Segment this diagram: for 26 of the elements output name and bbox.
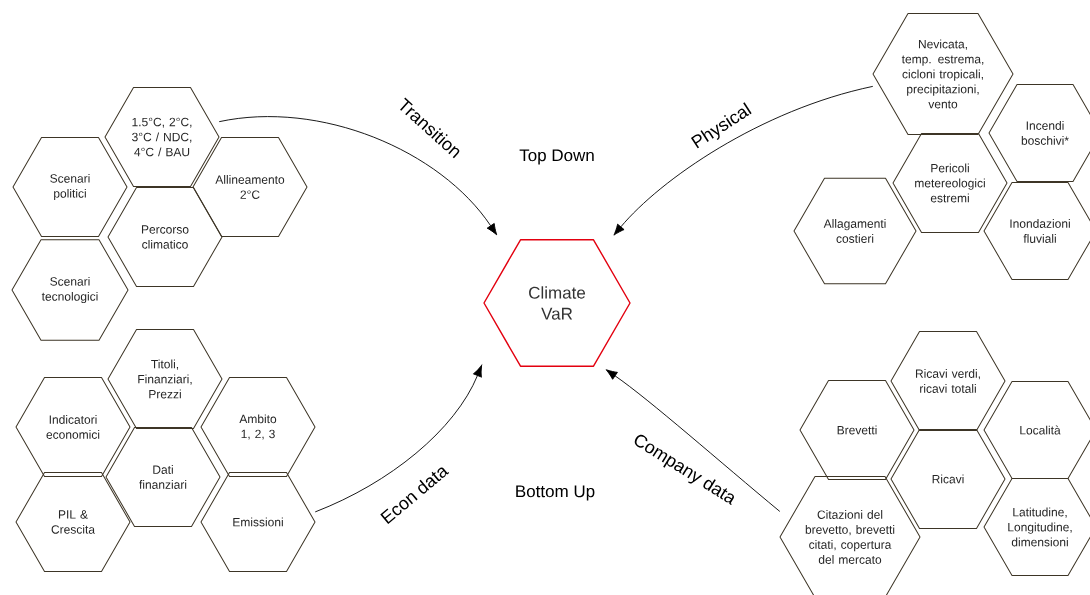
hexagon-box: Inondazioni fluviali: [983, 182, 1090, 280]
hexagon-box: Incendi boschivi*: [988, 84, 1090, 182]
hexagon-box: Località: [983, 381, 1090, 479]
curved-arrow: [613, 85, 874, 236]
direction-label: Bottom Up: [516, 485, 595, 501]
hexagon-box: Nevicata, temp. estrema, cicloni tropicali, precipitazioni, vento: [872, 12, 1014, 136]
hexagon-box: Allineamento 2°C: [192, 137, 308, 237]
curved-arrow: [218, 116, 498, 236]
hexagon-box: Ambito 1, 2, 3: [200, 377, 316, 477]
hexagon-box: Pericoli metereologici estremi: [892, 133, 1008, 233]
hexagon-box: Brevetti: [799, 380, 915, 480]
value-at-risk-hexagon: Climate VaR: [483, 239, 631, 367]
hexagon-box: Citazioni del brevetto, brevetti citati, copertura del mercato: [779, 475, 921, 595]
hexagon-box: Percorso climatico: [107, 187, 223, 287]
hexagon-box: Latitudine, Longitudine, dimensioni: [983, 478, 1090, 576]
hexagon-box: Titoli, Finanziari, Prezzi: [107, 329, 223, 429]
hexagon-box: Dati finanziari: [105, 427, 221, 527]
hexagon-box: Indicatori economici: [15, 377, 131, 477]
hexagon-box: Scenari tecnologici: [11, 239, 129, 341]
direction-label: Top Down: [519, 149, 594, 165]
curved-arrow: [314, 365, 483, 513]
hexagon-box: Ricavi verdi, ricavi totali: [890, 331, 1006, 431]
hexagon-box: Scenari politici: [12, 137, 128, 237]
hexagon-box: PIL & Crescita: [15, 472, 131, 572]
hexagon-box: Emissioni: [200, 472, 316, 572]
curved-arrow: [605, 369, 781, 512]
